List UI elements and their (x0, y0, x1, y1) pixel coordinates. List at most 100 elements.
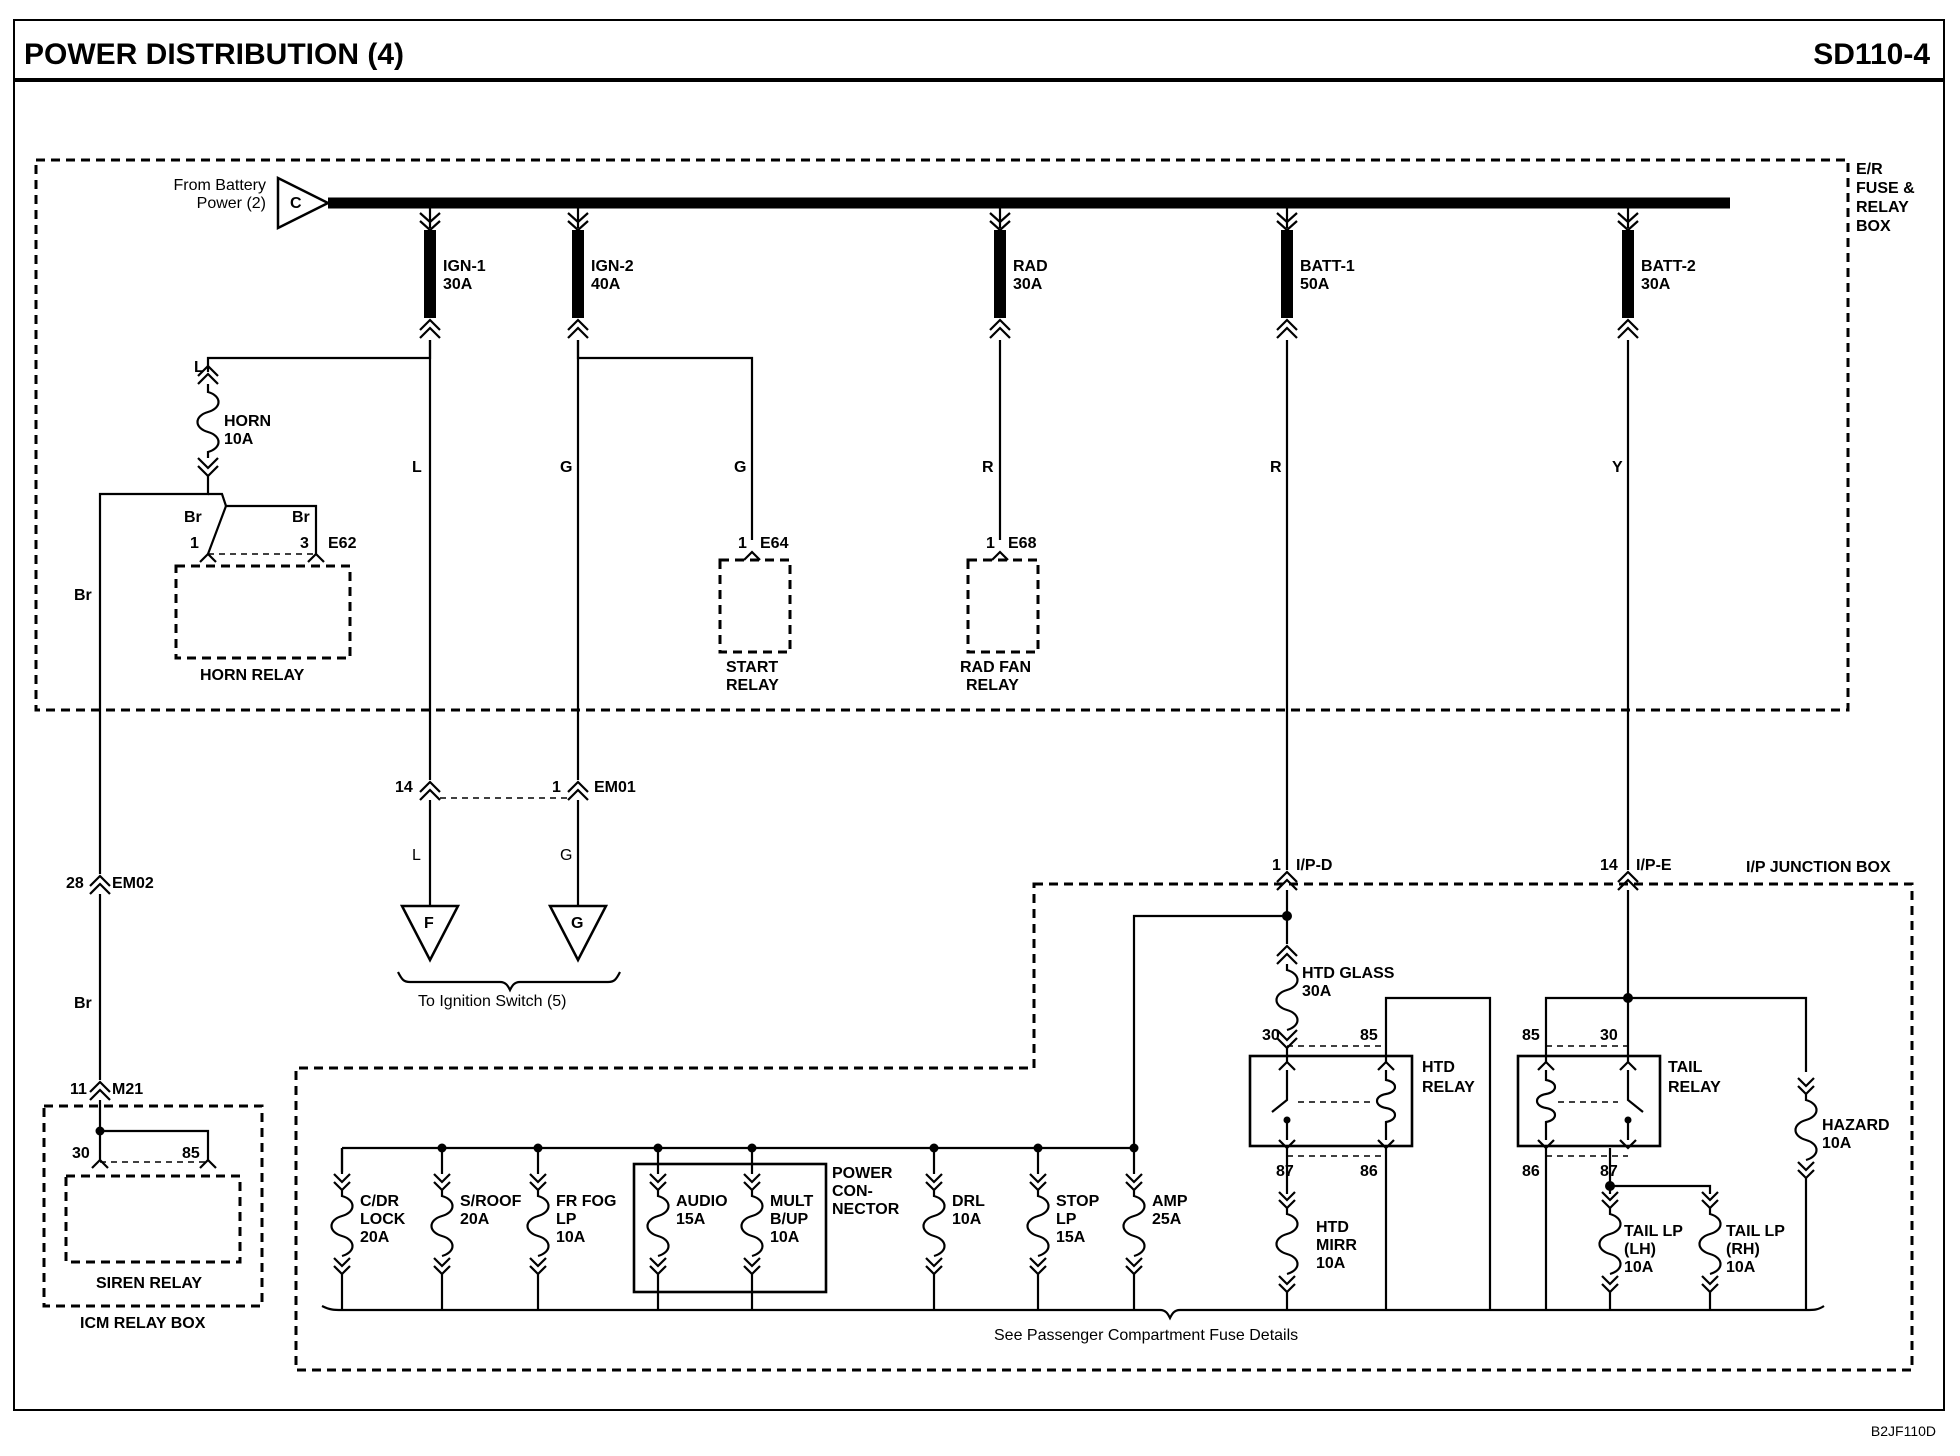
svg-text:1: 1 (986, 535, 995, 552)
svg-text:To Ignition Switch (5): To Ignition Switch (5) (418, 993, 567, 1010)
svg-text:L: L (194, 359, 204, 376)
svg-text:86: 86 (1360, 1163, 1378, 1180)
er-box-label: E/R FUSE & RELAY BOX (1856, 161, 1915, 235)
svg-text:85: 85 (182, 1145, 200, 1162)
svg-text:TAIL LP: TAIL LP (1624, 1223, 1683, 1240)
fuse-label: B/UP (770, 1211, 809, 1228)
svg-text:RELAY: RELAY (726, 677, 779, 694)
svg-text:START: START (726, 659, 778, 676)
fuse-label: 10A (770, 1229, 800, 1246)
svg-text:R: R (982, 459, 994, 476)
svg-text:11: 11 (70, 1081, 87, 1098)
fuse-label: 20A (360, 1229, 390, 1246)
svg-text:86: 86 (1522, 1163, 1540, 1180)
rad-fan-relay-box (966, 558, 1040, 654)
svg-text:(LH): (LH) (1624, 1241, 1656, 1258)
svg-text:FUSE &: FUSE & (1856, 180, 1915, 197)
svg-text:RAD: RAD (1013, 258, 1048, 275)
svg-text:14: 14 (1600, 857, 1618, 874)
svg-text:SIREN RELAY: SIREN RELAY (96, 1275, 202, 1292)
svg-text:E/R: E/R (1856, 161, 1883, 178)
svg-text:1: 1 (1272, 857, 1281, 874)
svg-text:HTD: HTD (1422, 1059, 1455, 1076)
svg-text:G: G (571, 915, 583, 932)
svg-text:50A: 50A (1300, 276, 1330, 293)
fuse-label: FR FOG (556, 1193, 616, 1210)
siren-relay-circuit: 28 EM02 Br 11 M21 30 85 SIREN RELAY ICM … (42, 710, 264, 1332)
svg-text:HTD GLASS: HTD GLASS (1302, 965, 1395, 982)
svg-text:G: G (560, 459, 572, 476)
svg-text:I/P-D: I/P-D (1296, 857, 1332, 874)
svg-text:RELAY: RELAY (966, 677, 1019, 694)
bottom-bus: See Passenger Compartment Fuse Details (321, 1305, 1825, 1344)
svg-text:HAZARD: HAZARD (1822, 1117, 1890, 1134)
svg-text:C: C (290, 195, 302, 212)
svg-text:F: F (424, 915, 434, 932)
fuse-label: LP (1056, 1211, 1077, 1228)
fuse-label: 25A (1152, 1211, 1182, 1228)
svg-text:87: 87 (1276, 1163, 1294, 1180)
footer-code: B2JF110D (1871, 1423, 1936, 1439)
svg-text:From Battery: From Battery (174, 177, 266, 194)
connector-g-triangle (547, 904, 609, 963)
svg-text:30A: 30A (1302, 983, 1332, 1000)
svg-text:G: G (560, 847, 572, 864)
svg-text:28: 28 (66, 875, 84, 892)
svg-text:MIRR: MIRR (1316, 1237, 1357, 1254)
fuse-label: LOCK (360, 1211, 406, 1228)
svg-text:30: 30 (1600, 1027, 1618, 1044)
fuse-label: MULT (770, 1193, 813, 1210)
svg-text:1: 1 (190, 535, 199, 552)
svg-text:Br: Br (74, 587, 92, 604)
horn-fuse-symbol (196, 384, 220, 458)
svg-text:G: G (734, 459, 746, 476)
svg-text:1: 1 (552, 779, 561, 796)
fuse-label: C/DR (360, 1193, 400, 1210)
svg-text:30A: 30A (1013, 276, 1043, 293)
connector-f-triangle (399, 904, 461, 963)
svg-text:I/P JUNCTION BOX: I/P JUNCTION BOX (1746, 859, 1891, 876)
svg-text:NECTOR: NECTOR (832, 1201, 900, 1218)
svg-text:CON-: CON- (832, 1183, 873, 1200)
svg-text:I/P-E: I/P-E (1636, 857, 1672, 874)
svg-text:10A: 10A (1726, 1259, 1756, 1276)
fuse-rad: RAD 30A (989, 203, 1048, 339)
fuse-label: 20A (460, 1211, 490, 1228)
svg-text:HORN: HORN (224, 413, 271, 430)
tail-rh-fuse-symbol (1698, 1208, 1722, 1276)
svg-text:IGN-1: IGN-1 (443, 258, 486, 275)
fuse-label: STOP (1056, 1193, 1100, 1210)
svg-text:See Passenger Compartment Fuse: See Passenger Compartment Fuse Details (994, 1327, 1298, 1344)
power-connector-box (632, 1162, 828, 1294)
svg-text:1: 1 (738, 535, 747, 552)
svg-text:EM02: EM02 (112, 875, 154, 892)
svg-text:E68: E68 (1008, 535, 1037, 552)
svg-text:Y: Y (1612, 459, 1623, 476)
tail-circuit: 85 30 TAIL RELAY 86 87 TAIL LP (LH) 10A … (1516, 890, 1890, 1310)
htd-relay-box (1248, 1054, 1414, 1148)
fuse-label: 10A (952, 1211, 982, 1228)
fuse-label: AMP (1152, 1193, 1188, 1210)
horn-relay-box (174, 564, 352, 660)
svg-text:IGN-2: IGN-2 (591, 258, 634, 275)
page-title: POWER DISTRIBUTION (4) (24, 38, 404, 71)
svg-text:Br: Br (74, 995, 92, 1012)
svg-text:RAD FAN: RAD FAN (960, 659, 1031, 676)
fuse-label: 10A (556, 1229, 586, 1246)
svg-text:E64: E64 (760, 535, 789, 552)
svg-text:10A: 10A (1316, 1255, 1346, 1272)
battery-power-source: From Battery Power (2) C (174, 175, 331, 231)
svg-text:40A: 40A (591, 276, 621, 293)
fuse-label: 15A (676, 1211, 706, 1228)
svg-text:ICM RELAY BOX: ICM RELAY BOX (80, 1315, 206, 1332)
svg-text:30A: 30A (443, 276, 473, 293)
svg-text:RELAY: RELAY (1422, 1079, 1475, 1096)
svg-text:Power (2): Power (2) (197, 195, 266, 212)
start-relay-circuit: G 1 E64 START RELAY (576, 340, 792, 694)
